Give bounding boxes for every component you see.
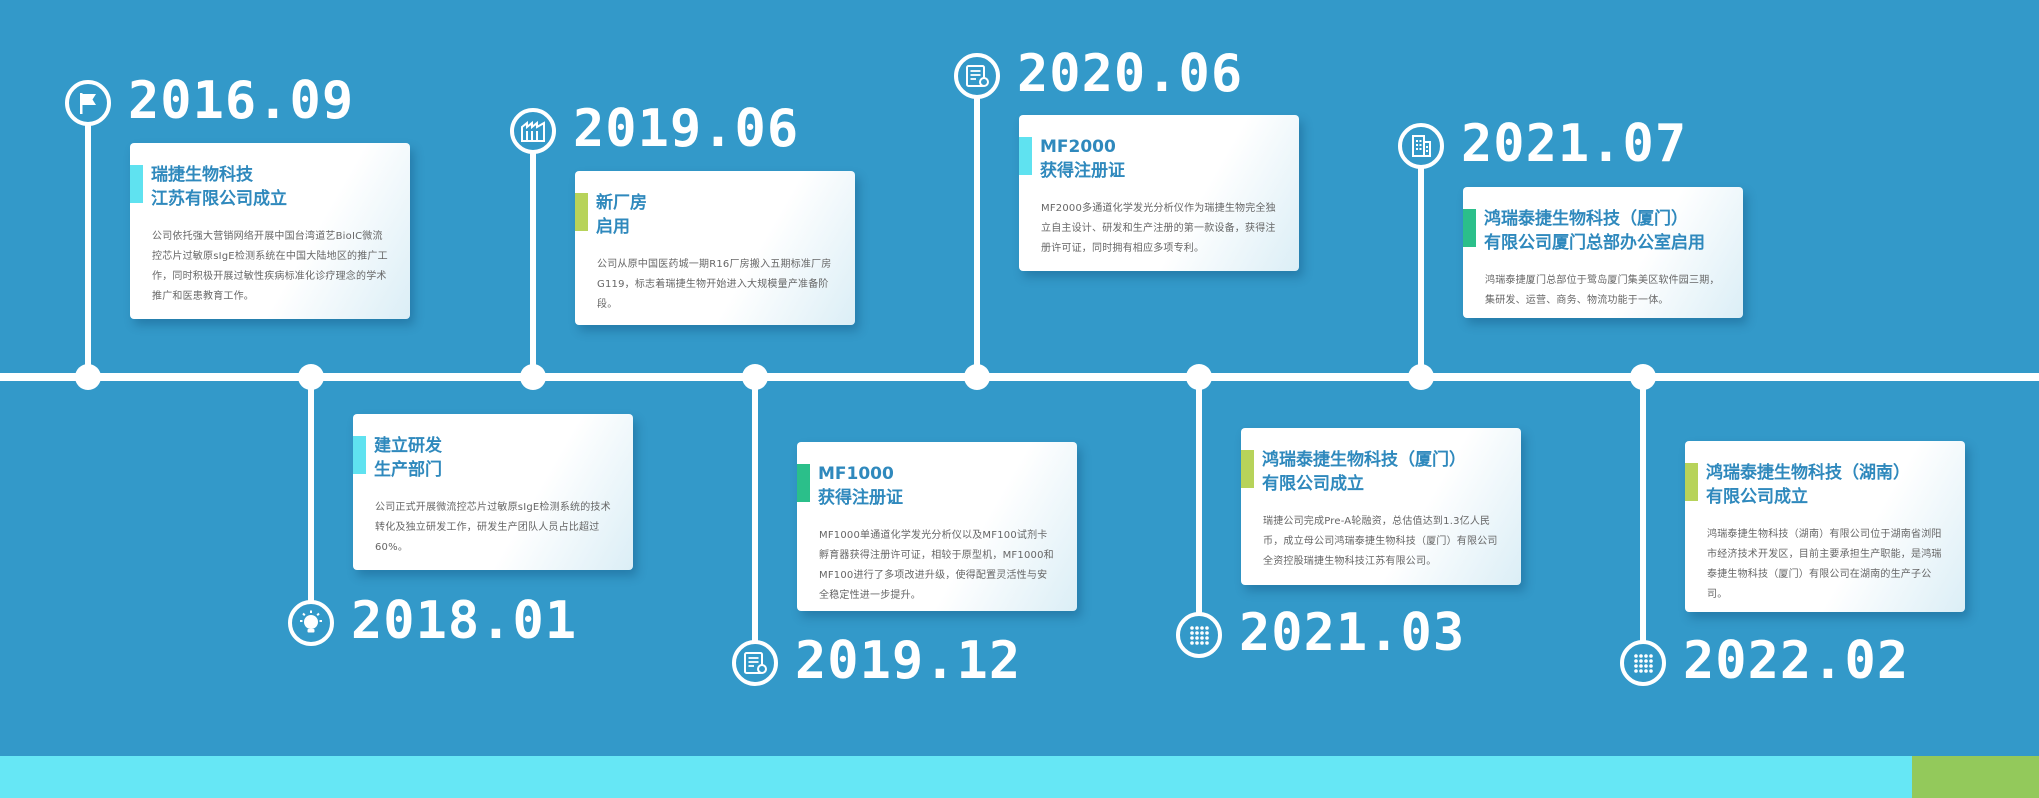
card-accent-bar [797,464,810,502]
milestone-card: 瑞捷生物科技江苏有限公司成立公司依托强大营销网络开展中国台湾道艺BioIC微流控… [130,143,410,319]
milestone-year: 2021.07 [1461,114,1688,174]
bottom-band [0,756,1912,798]
milestone-description: 公司从原中国医药城一期R16厂房搬入五期标准厂房G119，标志着瑞捷生物开始进入… [597,259,832,310]
timeline-stem [1418,146,1424,377]
timeline-dot [1186,364,1212,390]
timeline-dot [964,364,990,390]
milestone-year: 2016.09 [128,71,355,131]
card-accent-bar [353,436,366,474]
milestone-title-line: 生产部门 [374,460,442,480]
lightbulb-icon [288,600,334,646]
card-accent-bar [1463,209,1476,247]
certificate-icon [954,53,1000,99]
milestone-title-line: 有限公司成立 [1262,474,1364,494]
milestone-description: MF1000单通道化学发光分析仪以及MF100试剂卡孵育器获得注册许可证，相较于… [819,530,1054,601]
milestone-description: MF2000多通道化学发光分析仪作为瑞捷生物完全独立自主设计、研发和生产注册的第… [1041,203,1276,254]
building-icon [1398,123,1444,169]
certificate-icon [732,640,778,686]
timeline-stem [530,131,536,377]
card-accent-bar [1019,137,1032,175]
milestone-title-line: 建立研发 [374,436,442,456]
milestone-card: 新厂房启用公司从原中国医药城一期R16厂房搬入五期标准厂房G119，标志着瑞捷生… [575,171,855,325]
timeline-dot [1630,364,1656,390]
milestone-title-line: 有限公司成立 [1706,487,1808,507]
milestone-title: MF1000 获得注册证 [818,462,1055,510]
timeline-dot [1408,364,1434,390]
milestone-year: 2022.02 [1683,631,1910,691]
card-accent-bar [130,165,143,203]
timeline-dot [520,364,546,390]
card-accent-bar [1241,450,1254,488]
timeline-dot [75,364,101,390]
milestone-card: 建立研发生产部门公司正式开展微流控芯片过敏原sIgE检测系统的技术转化及独立研发… [353,414,633,570]
milestone-description: 公司正式开展微流控芯片过敏原sIgE检测系统的技术转化及独立研发工作，研发生产团… [375,502,611,553]
milestone-card: MF2000 获得注册证 MF2000多通道化学发光分析仪作为瑞捷生物完全独立自主设… [1019,115,1299,271]
card-accent-bar [575,193,588,231]
milestone-year: 2019.06 [573,99,800,159]
milestone-title-line: MF1000 [818,464,894,484]
timeline-dot [298,364,324,390]
milestone-title-line: 鸿瑞泰捷生物科技（湖南） [1706,463,1910,483]
milestone-title: 鸿瑞泰捷生物科技（厦门） 有限公司厦门总部办公室启用 [1484,207,1721,255]
milestone-title: 鸿瑞泰捷生物科技（厦门） 有限公司成立 [1262,448,1499,496]
timeline-dot [742,364,768,390]
milestone-description: 瑞捷公司完成Pre-A轮融资，总估值达到1.3亿人民币，成立母公司鸿瑞泰捷生物科… [1263,516,1498,567]
milestone-card: 鸿瑞泰捷生物科技（厦门） 有限公司厦门总部办公室启用鸿瑞泰捷厦门总部位于鹭岛厦门集… [1463,187,1743,318]
milestone-card: MF1000 获得注册证 MF1000单通道化学发光分析仪以及MF100试剂卡孵育器… [797,442,1077,611]
timeline-stem [1640,377,1646,663]
milestone-year: 2021.03 [1239,603,1466,663]
milestone-year: 2018.01 [351,591,578,651]
milestone-title: MF2000 获得注册证 [1040,135,1277,183]
milestone-title-line: 新厂房 [596,193,647,213]
timeline-stem [308,377,314,623]
milestone-card: 鸿瑞泰捷生物科技（湖南） 有限公司成立鸿瑞泰捷生物科技（湖南）有限公司位于湖南省浏… [1685,441,1965,612]
milestone-title-line: 获得注册证 [1040,161,1125,181]
bottom-band-accent [1912,756,2039,798]
milestone-title: 鸿瑞泰捷生物科技（湖南） 有限公司成立 [1706,461,1943,509]
milestone-title-line: 启用 [596,217,630,237]
milestone-year: 2020.06 [1017,44,1244,104]
milestone-year: 2019.12 [795,631,1022,691]
milestone-title-line: 江苏有限公司成立 [151,189,287,209]
milestone-title-line: 鸿瑞泰捷生物科技（厦门） [1262,450,1466,470]
milestone-description: 鸿瑞泰捷厦门总部位于鹭岛厦门集美区软件园三期，集研发、运营、商务、物流功能于一体… [1485,275,1720,306]
milestone-title: 建立研发生产部门 [374,434,611,482]
milestone-description: 鸿瑞泰捷生物科技（湖南）有限公司位于湖南省浏阳市经济技术开发区，目前主要承担生产… [1707,529,1942,600]
milestone-title-line: 获得注册证 [818,488,903,508]
factory-icon [510,108,556,154]
chip-icon [1176,612,1222,658]
milestone-title-line: 有限公司厦门总部办公室启用 [1484,233,1705,253]
chip-icon [1620,640,1666,686]
timeline-stem [1196,377,1202,635]
milestone-title: 瑞捷生物科技江苏有限公司成立 [151,163,388,211]
milestone-card: 鸿瑞泰捷生物科技（厦门） 有限公司成立瑞捷公司完成Pre-A轮融资，总估值达到1.… [1241,428,1521,585]
card-accent-bar [1685,463,1698,501]
milestone-title-line: 瑞捷生物科技 [151,165,253,185]
timeline-stem [752,377,758,663]
timeline-stem [974,76,980,377]
timeline-axis [0,373,2039,381]
milestone-title: 新厂房启用 [596,191,833,239]
flag-icon [65,80,111,126]
milestone-title-line: 鸿瑞泰捷生物科技（厦门） [1484,209,1688,229]
milestone-title-line: MF2000 [1040,137,1116,157]
milestone-description: 公司依托强大营销网络开展中国台湾道艺BioIC微流控芯片过敏原sIgE检测系统在… [152,231,388,302]
timeline-stem [85,103,91,377]
